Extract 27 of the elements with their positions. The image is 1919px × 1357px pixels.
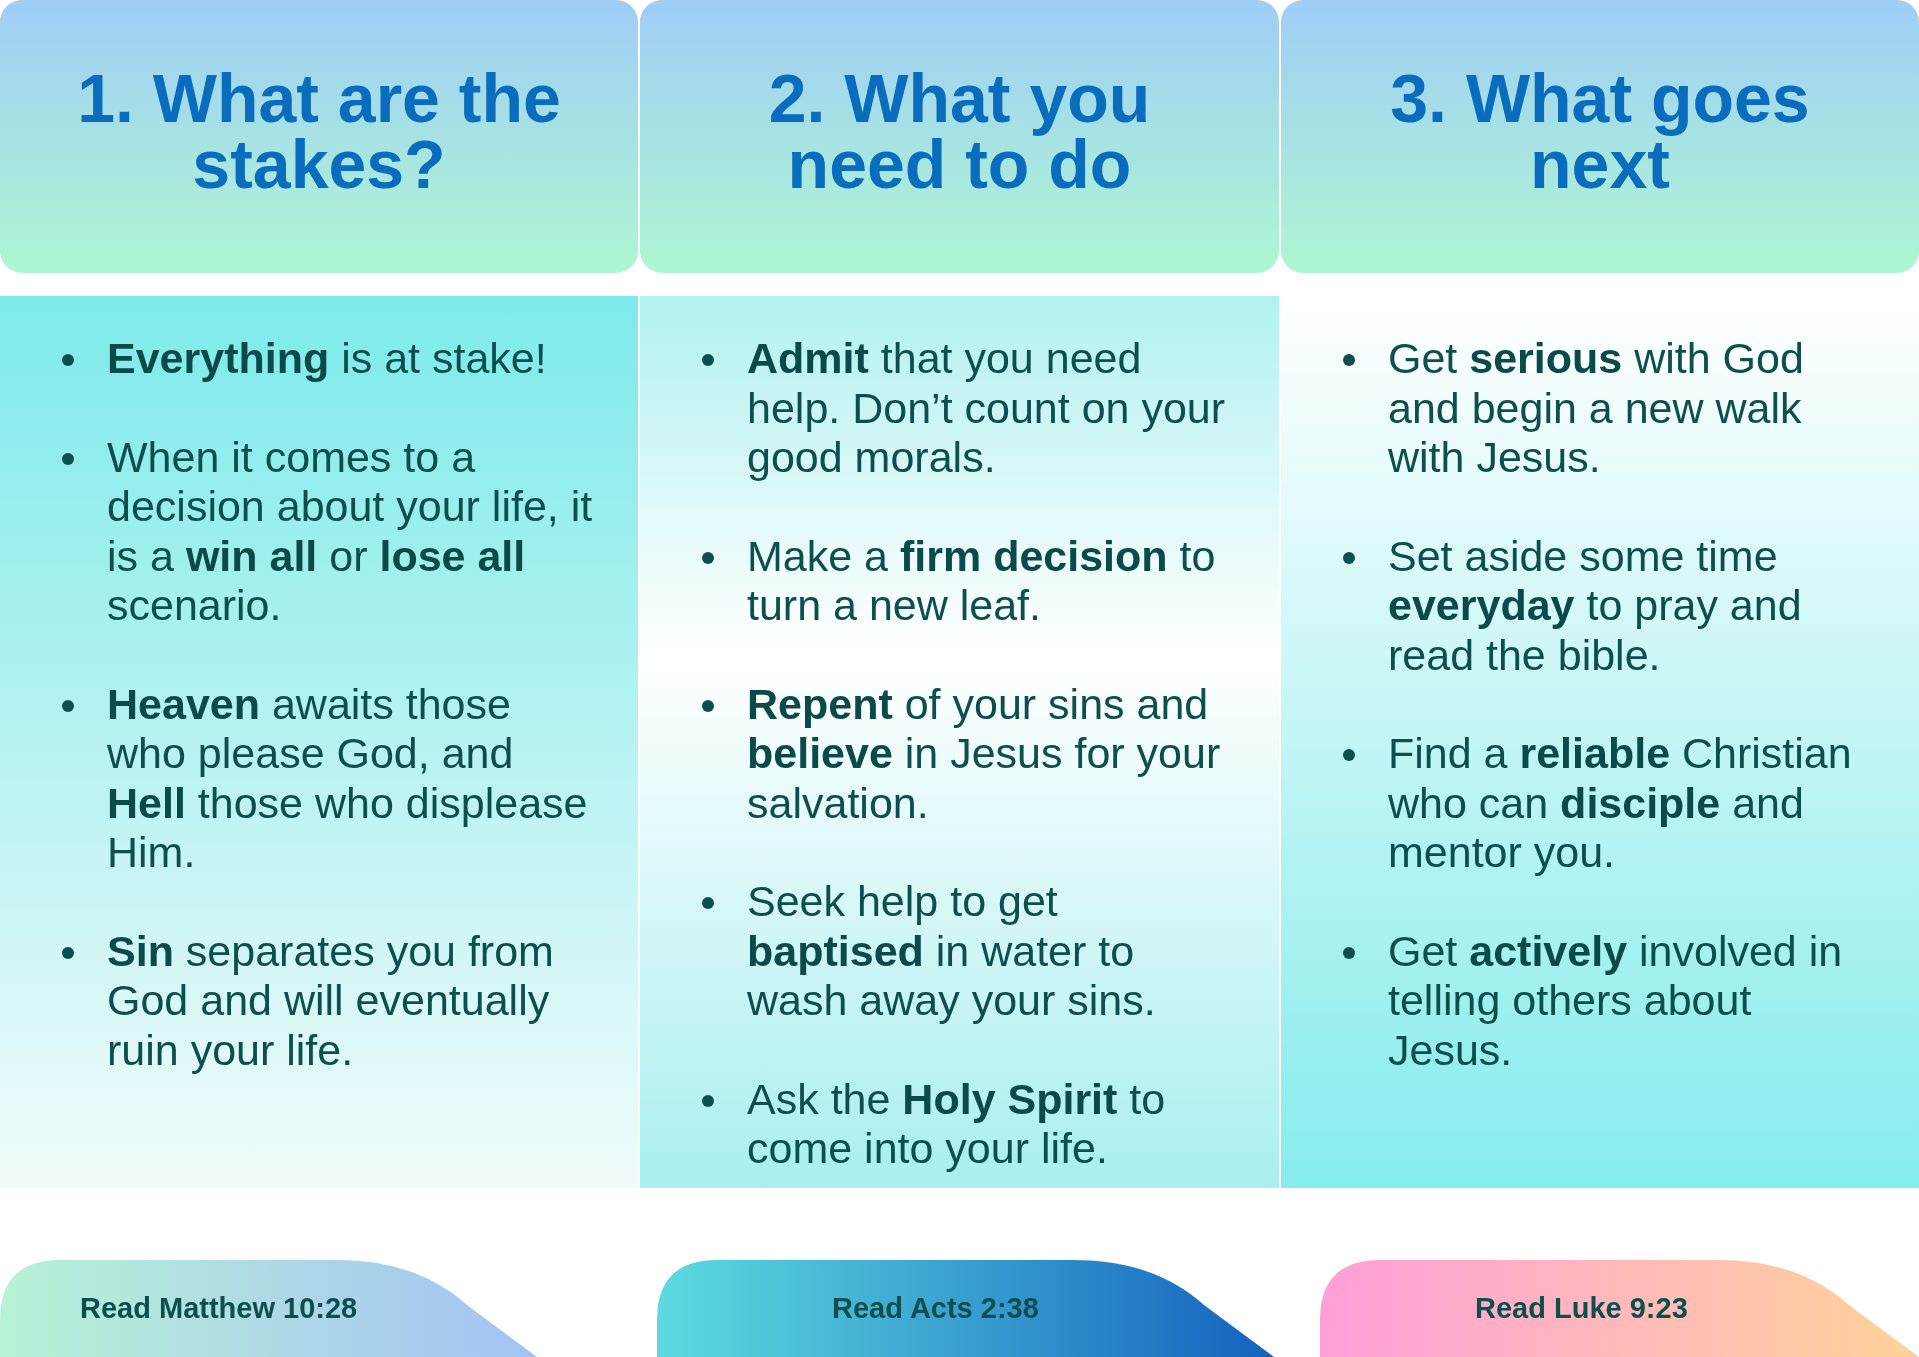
bullet-text: Heaven awaits those who please God, and Hell those who displease Him. — [60, 679, 598, 878]
bullet-text: Get serious with God and begin a new walk with Jesus. — [1341, 334, 1879, 483]
bullet-text: Sin separates you from God and will eventually ruin your life. — [60, 926, 598, 1075]
bullet-text: Repent of your sins and believe in Jesus for your salvation. — [700, 679, 1239, 828]
content-panel — [0, 296, 638, 1188]
column-heading: 1. What are the stakes? — [76, 64, 562, 197]
bullet-text: Make a firm decision to turn a new leaf. — [700, 531, 1239, 631]
bullet-text: Ask the Holy Spirit to come into your life. — [700, 1074, 1239, 1174]
bullet-text: Seek help to get baptised in water to wash away your sins. — [700, 877, 1239, 1026]
bullet-text: When it comes to a decision about your life, it is a win all or lose all scenario. — [60, 432, 598, 631]
content-panel — [640, 296, 1279, 1188]
verse-tab — [0, 1260, 537, 1357]
tab-text: Read Matthew 10:28 — [80, 1292, 358, 1325]
bullet-text: Everything is at stake! — [60, 334, 598, 384]
column-heading: 2. What you need to do — [767, 64, 1152, 197]
verse-tab — [1320, 1260, 1919, 1357]
verse-tab — [657, 1260, 1274, 1357]
bullet-text: Set aside some time everyday to pray and read the bible. — [1341, 531, 1879, 680]
header-card — [640, 0, 1279, 273]
bullet-text: Find a reliable Christian who can disciple and mentor you. — [1341, 729, 1879, 878]
column-heading: 3. What goes next — [1389, 64, 1811, 197]
header-card — [1281, 0, 1919, 273]
header-card — [0, 0, 638, 273]
bullet-text: Get actively involved in telling others about Jesus. — [1341, 926, 1879, 1075]
bullet-text: Admit that you need help. Don’t count on your good morals. — [700, 334, 1239, 483]
tab-text: Read Luke 9:23 — [1475, 1292, 1688, 1325]
tab-text: Read Acts 2:38 — [832, 1292, 1039, 1325]
